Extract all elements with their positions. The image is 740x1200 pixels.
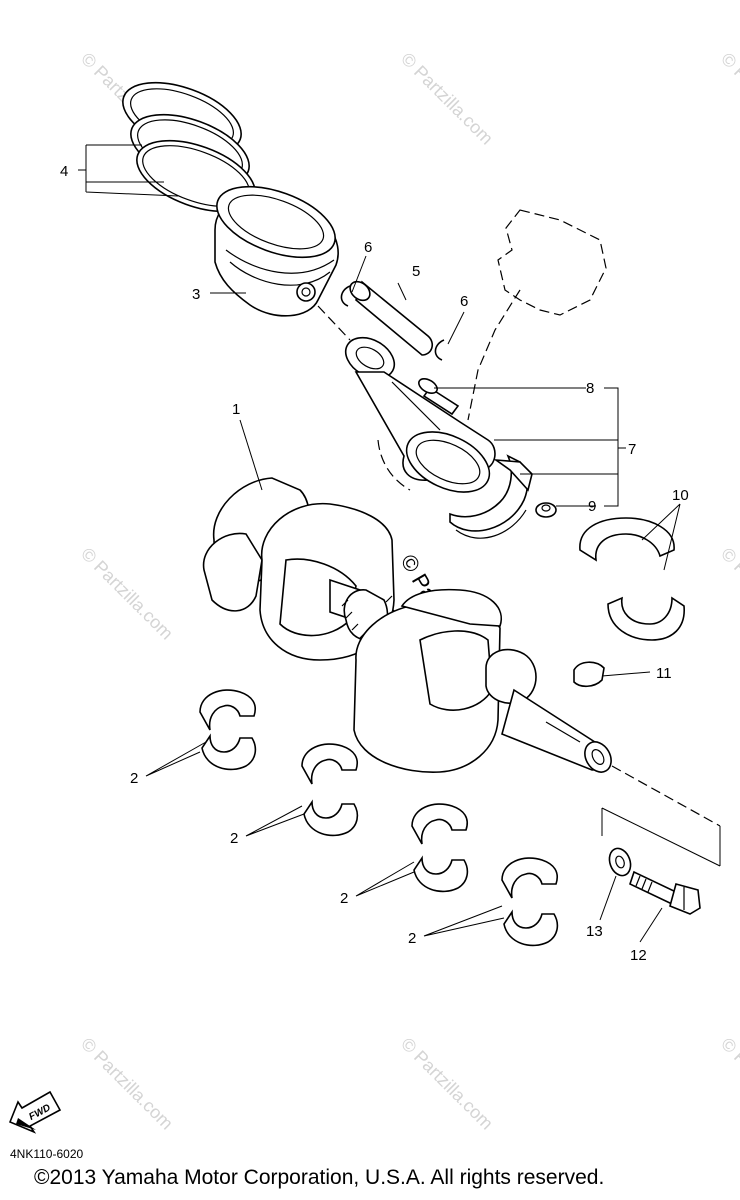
crankshaft xyxy=(202,477,612,773)
piston-pin xyxy=(349,280,434,356)
rod-nut xyxy=(535,502,557,518)
diagram-code: 4NK110-6020 xyxy=(10,1147,84,1161)
watermark: © Partzilla.com xyxy=(77,544,177,644)
engine-case-outline xyxy=(377,209,607,491)
washer xyxy=(608,847,632,877)
callout-10: 10 xyxy=(672,487,689,504)
callout-11: 11 xyxy=(656,665,672,682)
big-end-bearings xyxy=(579,517,685,641)
bolt xyxy=(629,870,701,915)
callout-8: 8 xyxy=(586,380,594,397)
callout-2: 2 xyxy=(230,830,238,847)
main-bearings xyxy=(199,689,559,947)
callout-2: 2 xyxy=(130,770,138,787)
circlips xyxy=(340,285,445,361)
fwd-arrow-icon: FWD xyxy=(8,1090,62,1134)
copyright-notice: ©2013 Yamaha Motor Corporation, U.S.A. A… xyxy=(34,1166,605,1189)
callout-1: 1 xyxy=(232,401,240,418)
callout-3: 3 xyxy=(192,286,200,303)
woodruff-key xyxy=(573,661,605,688)
watermark: © Partzilla.com xyxy=(397,49,497,149)
callout-6: 6 xyxy=(460,293,468,310)
callout-labels: 4 3 1 6 5 6 8 7 9 10 11 2 2 2 2 13 12 xyxy=(60,163,689,964)
piston-rings xyxy=(122,81,256,213)
watermark: © Partzilla.com xyxy=(717,49,740,149)
piston xyxy=(214,185,339,317)
connecting-rod xyxy=(344,336,496,493)
callout-6: 6 xyxy=(364,239,372,256)
callout-9: 9 xyxy=(588,498,596,515)
callout-13: 13 xyxy=(586,923,603,940)
callout-7: 7 xyxy=(628,441,636,458)
callout-12: 12 xyxy=(630,947,647,964)
callout-2: 2 xyxy=(340,890,348,907)
watermark: © Partzilla.com xyxy=(717,544,740,644)
callout-5: 5 xyxy=(412,263,420,280)
callout-4: 4 xyxy=(60,163,68,180)
rod-cap xyxy=(449,454,533,539)
watermark: © Partzilla.com xyxy=(77,1034,177,1134)
watermark: © Partzilla.com xyxy=(717,1034,740,1134)
leader-lines xyxy=(78,144,681,943)
watermarks: © Partzilla.com © Partzilla.com © Partzi… xyxy=(77,49,740,1134)
watermark: © Partzilla.com xyxy=(397,1034,497,1134)
callout-2: 2 xyxy=(408,930,416,947)
